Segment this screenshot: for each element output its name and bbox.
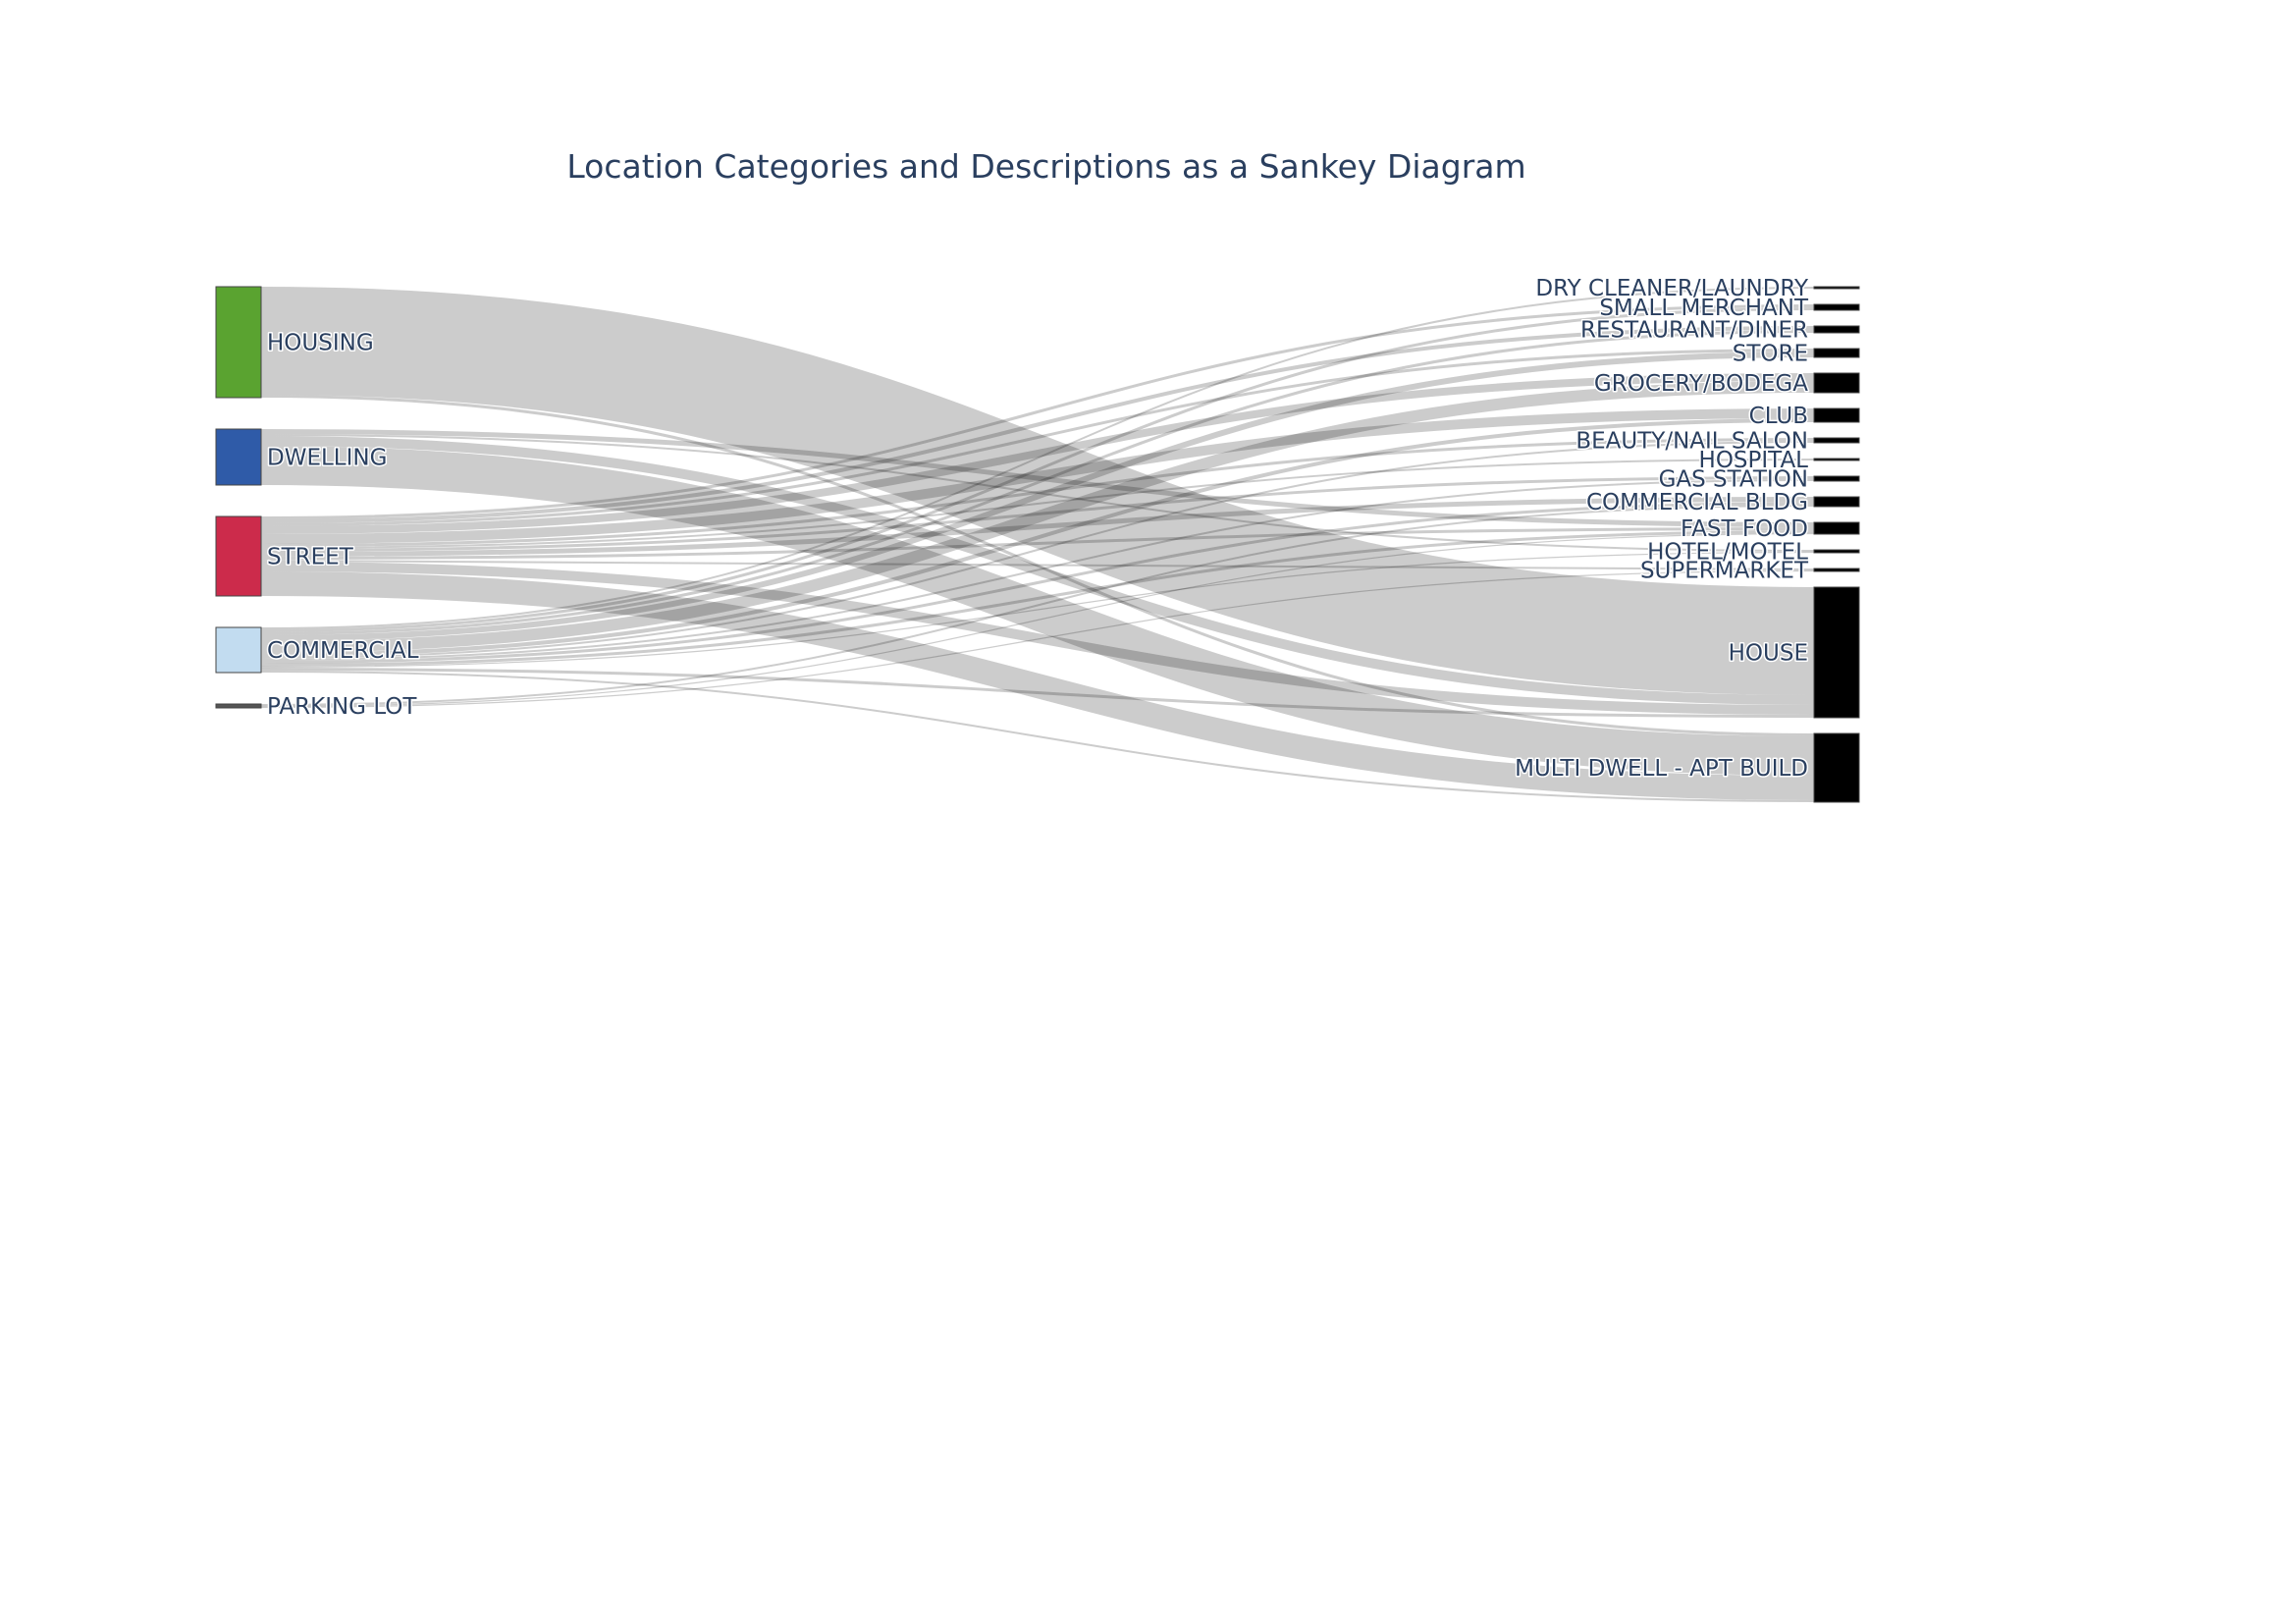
- link-parking_lot-commercial_bldg[interactable]: [260, 505, 1815, 706]
- link-housing-house[interactable]: [260, 287, 1815, 695]
- node-label-grocery: GROCERY/BODEGA: [1594, 371, 1808, 397]
- node-label-small-merchant: SMALL MERCHANT: [1599, 296, 1809, 321]
- node-label-fast-food: FAST FOOD: [1681, 516, 1808, 542]
- node-label-multi-dwell: MULTI DWELL - APT BUILD: [1515, 756, 1808, 782]
- link-commercial-multi_dwell[interactable]: [260, 671, 1815, 802]
- node-label-restaurant: RESTAURANT/DINER: [1580, 318, 1808, 344]
- node-commercial[interactable]: [215, 626, 262, 674]
- node-multi-dwell[interactable]: [1813, 732, 1860, 803]
- node-dry-cleaner[interactable]: [1813, 286, 1860, 290]
- node-commercial-bldg[interactable]: [1813, 496, 1860, 508]
- link-street-fast_food[interactable]: [260, 527, 1815, 560]
- node-label-club: CLUB: [1749, 404, 1808, 429]
- link-commercial-small_merchant[interactable]: [260, 307, 1815, 632]
- link-street-store[interactable]: [260, 349, 1815, 526]
- link-street-grocery[interactable]: [260, 373, 1815, 534]
- node-restaurant[interactable]: [1813, 325, 1860, 334]
- link-street-beauty[interactable]: [260, 438, 1815, 547]
- node-house[interactable]: [1813, 586, 1860, 719]
- node-small-merchant[interactable]: [1813, 303, 1860, 311]
- node-street[interactable]: [215, 515, 262, 597]
- link-street-hospital[interactable]: [260, 459, 1815, 549]
- node-label-street: STREET: [267, 545, 354, 570]
- link-street-commercial_bldg[interactable]: [260, 497, 1815, 557]
- node-label-parking-lot: PARKING LOT: [267, 694, 417, 720]
- node-label-housing: HOUSING: [267, 331, 374, 356]
- node-label-dwelling: DWELLING: [267, 446, 387, 471]
- node-grocery[interactable]: [1813, 372, 1860, 394]
- link-commercial-dry_cleaner[interactable]: [260, 287, 1815, 629]
- node-label-beauty: BEAUTY/NAIL SALON: [1575, 429, 1808, 455]
- link-commercial-store[interactable]: [260, 352, 1815, 641]
- link-commercial-beauty[interactable]: [260, 441, 1815, 659]
- node-club[interactable]: [1813, 407, 1860, 423]
- labels-layer: HOUSING DWELLING STREET COMMERCIAL PARKING L…: [266, 275, 1811, 784]
- link-street-multi_dwell[interactable]: [260, 571, 1815, 800]
- node-supermarket[interactable]: [1813, 568, 1860, 572]
- link-dwelling-fast_food[interactable]: [260, 429, 1815, 527]
- node-housing[interactable]: [215, 286, 262, 399]
- node-label-house: HOUSE: [1729, 641, 1808, 667]
- node-label-hospital: HOSPITAL: [1699, 448, 1809, 473]
- node-label-commercial: COMMERCIAL: [267, 638, 419, 664]
- link-commercial-restaurant[interactable]: [260, 330, 1815, 635]
- link-commercial-grocery[interactable]: [260, 381, 1815, 653]
- link-commercial-club[interactable]: [260, 418, 1815, 657]
- link-street-gas_station[interactable]: [260, 476, 1815, 552]
- node-store[interactable]: [1813, 348, 1860, 358]
- link-street-house[interactable]: [260, 562, 1815, 715]
- link-dwelling-multi_dwell[interactable]: [260, 446, 1815, 776]
- link-parking_lot-supermarket[interactable]: [260, 569, 1815, 709]
- link-commercial-commercial_bldg[interactable]: [260, 502, 1815, 664]
- node-fast-food[interactable]: [1813, 521, 1860, 535]
- node-label-store: STORE: [1733, 342, 1808, 367]
- node-gas-station[interactable]: [1813, 475, 1860, 482]
- node-hotel[interactable]: [1813, 549, 1860, 554]
- chart-title: Location Categories and Descriptions as …: [566, 147, 1525, 186]
- links-layer: [260, 287, 1815, 802]
- link-dwelling-house[interactable]: [260, 436, 1815, 705]
- link-street-restaurant[interactable]: [260, 326, 1815, 523]
- node-hospital[interactable]: [1813, 458, 1860, 461]
- node-label-gas-station: GAS STATION: [1659, 467, 1808, 493]
- node-label-dry-cleaner: DRY CLEANER/LAUNDRY: [1535, 276, 1809, 301]
- link-street-club[interactable]: [260, 408, 1815, 544]
- node-parking-lot[interactable]: [215, 703, 262, 709]
- link-commercial-house[interactable]: [260, 668, 1815, 718]
- node-label-hotel: HOTEL/MOTEL: [1647, 540, 1808, 566]
- link-commercial-gas_station[interactable]: [260, 479, 1815, 661]
- link-commercial-hotel[interactable]: [260, 551, 1815, 669]
- link-housing-multi_dwell[interactable]: [260, 395, 1815, 736]
- node-label-commercial-bldg: COMMERCIAL BLDG: [1586, 490, 1808, 515]
- node-label-supermarket: SUPERMARKET: [1640, 559, 1809, 584]
- nodes-layer: [215, 286, 1860, 803]
- link-street-small_merchant[interactable]: [260, 304, 1815, 519]
- link-dwelling-hotel[interactable]: [260, 434, 1815, 552]
- link-parking_lot-fast_food[interactable]: [260, 532, 1815, 708]
- node-beauty[interactable]: [1813, 437, 1860, 444]
- link-commercial-fast_food[interactable]: [260, 530, 1815, 667]
- node-dwelling[interactable]: [215, 428, 262, 486]
